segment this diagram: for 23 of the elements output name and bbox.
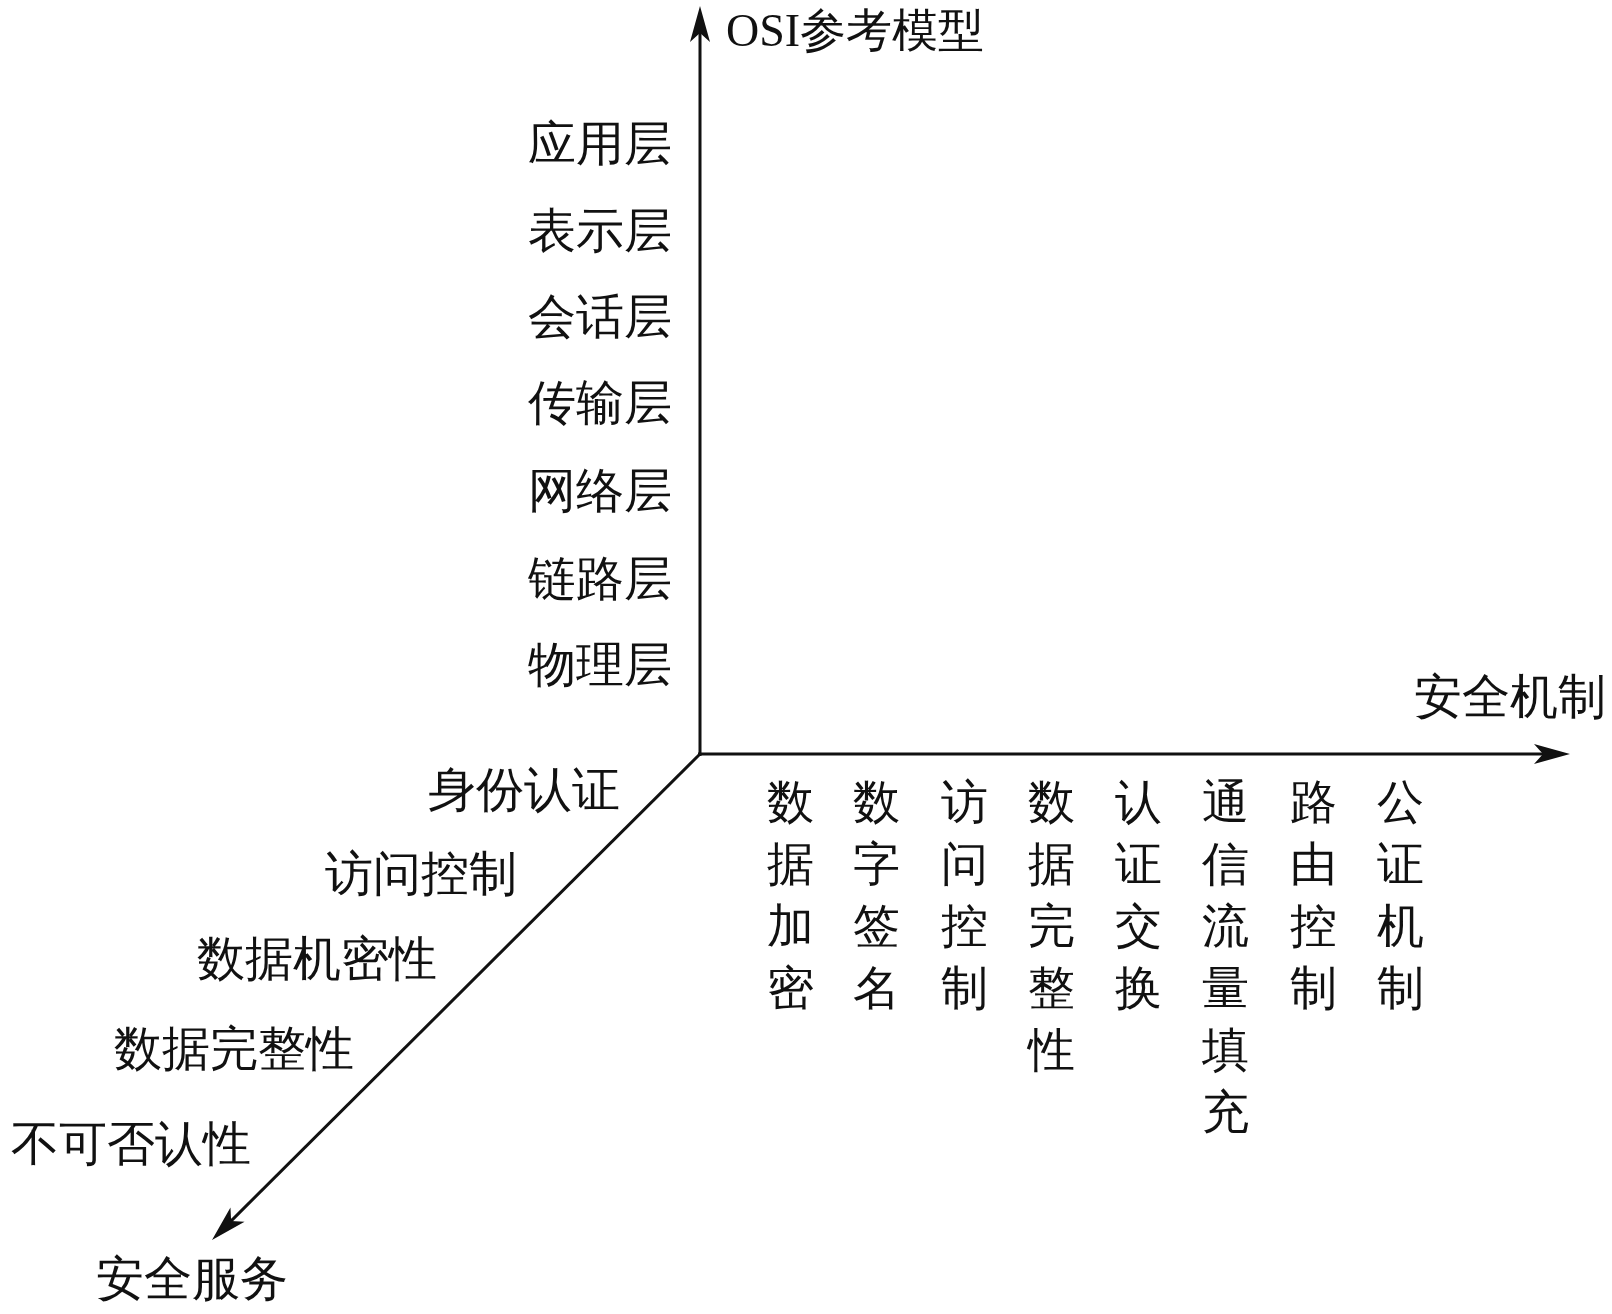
mechanism-label: 数据加密 bbox=[766, 775, 814, 1016]
layer-label: 链路层 bbox=[528, 555, 672, 603]
service-label: 数据完整性 bbox=[114, 1025, 354, 1073]
axis-title: 安全机制 bbox=[1414, 673, 1606, 721]
axis-title: OSI参考模型 bbox=[726, 8, 985, 54]
mechanism-label: 公证机制 bbox=[1376, 775, 1424, 1016]
layer-label: 物理层 bbox=[528, 641, 672, 689]
layer-label: 网络层 bbox=[528, 467, 672, 515]
layer-label: 会话层 bbox=[528, 293, 672, 341]
mechanism-label: 数字签名 bbox=[852, 775, 900, 1016]
service-label: 不可否认性 bbox=[11, 1120, 251, 1168]
service-label: 身份认证 bbox=[428, 766, 620, 814]
layer-label: 应用层 bbox=[528, 120, 672, 168]
mechanism-label: 访问控制 bbox=[940, 775, 988, 1016]
mechanism-label: 路由控制 bbox=[1289, 775, 1337, 1016]
axis-title: 安全服务 bbox=[96, 1255, 288, 1303]
mechanism-label: 认证交换 bbox=[1114, 775, 1162, 1016]
mechanism-label: 通信流量填充 bbox=[1201, 775, 1249, 1140]
layer-label: 传输层 bbox=[528, 379, 672, 427]
service-label: 访问控制 bbox=[325, 850, 517, 898]
service-label: 数据机密性 bbox=[197, 935, 437, 983]
layer-label: 表示层 bbox=[528, 207, 672, 255]
mechanism-label: 数据完整性 bbox=[1027, 775, 1075, 1078]
